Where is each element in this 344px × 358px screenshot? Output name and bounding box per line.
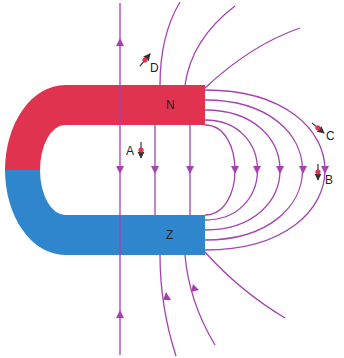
field-lines bbox=[120, 2, 325, 356]
compass-needle bbox=[138, 142, 143, 158]
point-label: D bbox=[150, 62, 159, 74]
compass-needle bbox=[310, 121, 326, 135]
pole-label: Z bbox=[166, 229, 173, 241]
pole-label: N bbox=[166, 99, 175, 111]
magnet-north-half bbox=[5, 85, 205, 170]
point-label: C bbox=[326, 130, 335, 142]
field-arrows bbox=[116, 38, 329, 318]
magnet-south-half bbox=[5, 170, 205, 255]
compass-needle bbox=[138, 52, 152, 68]
compass-needle bbox=[315, 164, 320, 180]
point-label: B bbox=[325, 174, 333, 186]
point-label: A bbox=[126, 145, 134, 157]
